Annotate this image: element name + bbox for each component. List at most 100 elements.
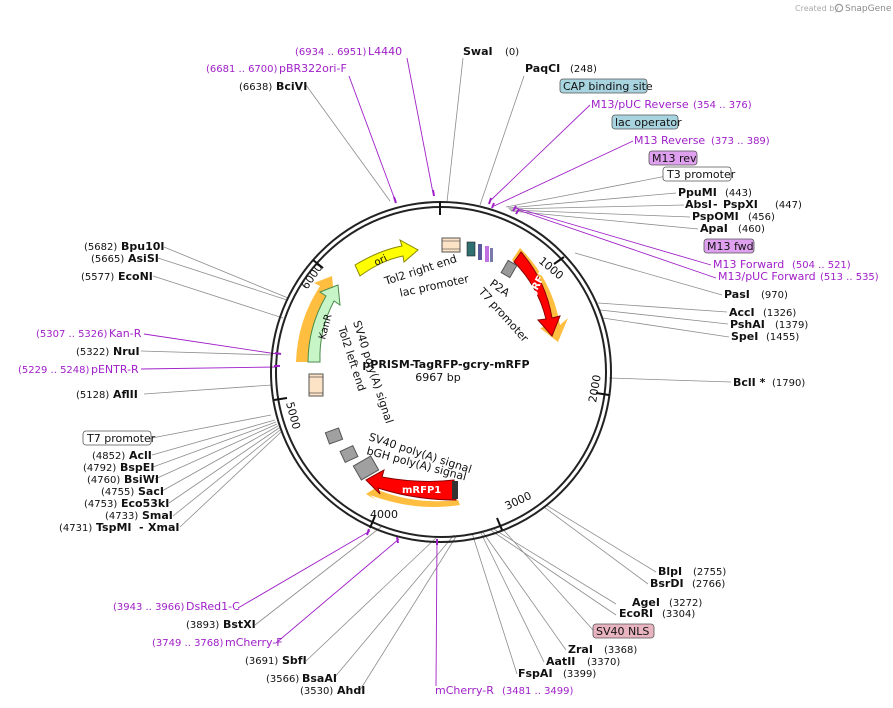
primer-pos: (3481 .. 3499) [502,686,574,697]
boxed-label-m13-rev: M13 rev [648,150,698,166]
primer-name: mCherry-F [225,636,283,649]
enzyme-name: SmaI [142,509,173,522]
svg-text:T7 promoter: T7 promoter [86,432,156,445]
enzyme-pair-sep: - [713,198,718,211]
enzyme-name: AgeI [632,596,660,609]
enzyme-pos: (6638) [239,82,272,93]
enzyme-pos: (3304) [662,609,695,620]
enzyme-pos: (4760) [87,475,120,486]
enzyme-pos: (4733) [105,511,138,522]
enzyme-pos: (4753) [84,499,117,510]
enzyme-pos: (3566) [266,674,299,685]
enzyme-name: PshAI [730,318,765,331]
snapgene-logo-icon [834,3,844,13]
svg-text:T3 promoter: T3 promoter [666,168,736,181]
primer-name: mCherry-R [435,684,494,697]
svg-text:SV40 NLS: SV40 NLS [596,625,649,638]
primer-pos: (354 .. 376) [693,100,752,111]
enzyme-name: SbfI [282,654,307,667]
enzyme-name: AccI [729,306,755,319]
enzyme-name: BsaAI [302,672,337,685]
enzyme-pair-sep: - [139,521,144,534]
boxed-label-cap: CAP binding site [559,78,653,94]
p2a-marker [500,259,518,279]
primer-pos: (3943 .. 3966) [113,602,185,613]
primer-pos: (6934 .. 6951) [295,47,367,58]
enzyme-name: FspAI [518,667,553,680]
svg-text:M13 fwd: M13 fwd [707,240,754,253]
primer-name: pBR322ori-F [279,62,347,75]
enzyme-name: BlpI [658,565,682,578]
enzyme-pos: (248) [570,64,597,75]
mrfp1-label: mRFP1 [402,485,441,496]
enzyme-pos: (4731) [59,523,92,534]
enzyme-name: TspMI [96,521,132,534]
enzyme-pos: (3370) [587,657,620,668]
primer-leader-lines [140,57,717,687]
enzyme-name: BsrDI [650,577,684,590]
enzyme-name: BstXI [223,618,256,631]
tick-label: 4000 [370,508,398,521]
boxed-label-t3-promoter: T3 promoter [662,166,736,182]
enzyme-pos: (5577) [81,272,114,283]
feature-kanr: KanR [296,276,341,363]
enzyme-name: NruI [113,345,140,358]
enzyme-leader-lines [140,57,732,691]
enzyme-pos: (5665) [91,254,124,265]
enzyme-name: Eco53kI [121,497,169,510]
plasmid-size: 6967 bp [415,371,460,384]
enzyme-pos: (0) [505,47,519,58]
primer-name: Kan-R [109,327,142,340]
enzyme-name: BspEI [120,461,154,474]
enzyme-name: AbsI [685,198,712,211]
enzyme-name: Bpu10I [121,240,165,253]
snapgene-credit: Created by SnapGene [795,3,892,14]
enzyme-name: PspOMI [692,210,739,223]
enzyme-pos: (3691) [245,656,278,667]
svg-text:lac operator: lac operator [615,116,682,129]
boxed-label-m13-fwd: M13 fwd [703,238,755,254]
enzyme-name: AflII [113,388,138,401]
enzyme-name: PaqCI [525,62,560,75]
credit-brand: SnapGene [845,4,892,14]
primer-pos: (5307 .. 5326) [36,329,108,340]
feature-mrfp1: mRFP1 [365,468,460,508]
enzyme-pos: (447) [775,200,802,211]
enzyme-name: PpuMI [678,186,717,199]
enzyme-name: SacI [138,485,164,498]
enzyme-pos: (4792) [83,463,116,474]
enzyme-name: PasI [724,288,750,301]
enzyme-pos: (3272) [669,598,702,609]
enzyme-name: SwaI [463,45,493,58]
enzyme-pos: (3399) [563,669,596,680]
primer-name: M13 Reverse [634,134,705,147]
primer-name: pENTR-R [91,363,139,376]
enzyme-pos: (460) [738,224,765,235]
svg-text:CAP binding site: CAP binding site [563,80,653,93]
primer-pos: (3749 .. 3768) [152,638,224,649]
primer-name: DsRed1-C [186,600,240,613]
primer-pos: (373 .. 389) [711,136,770,147]
enzyme-pos: (2755) [693,567,726,578]
enzyme-name: EcoRI [619,607,653,620]
plasmid-name: pPRISM-TagRFP-gcry-mRFP [362,358,529,371]
enzyme-name: ApaI [700,222,728,235]
primer-pos: (5229 .. 5248) [18,365,90,376]
small-feature-blocks [308,237,493,481]
tick-marks [273,202,610,531]
enzyme-pos: (970) [761,290,788,301]
enzyme-name: AclI [129,449,152,462]
primer-pos: (504 .. 521) [792,260,851,271]
credit-prefix: Created by [795,4,839,13]
svg-text:M13 rev: M13 rev [652,152,697,165]
enzyme-name: ZraI [568,643,593,656]
boxed-label-sv40-nls: SV40 NLS [592,623,655,639]
enzyme-name: AsiSI [128,252,159,265]
enzyme-name: AatII [546,655,575,668]
enzyme-name: AhdI [337,684,365,697]
enzyme-pos: (1326) [763,308,796,319]
enzyme-pos: (443) [725,188,752,199]
enzyme-name: SpeI [731,330,758,343]
tick-label: 2000 [586,374,604,404]
